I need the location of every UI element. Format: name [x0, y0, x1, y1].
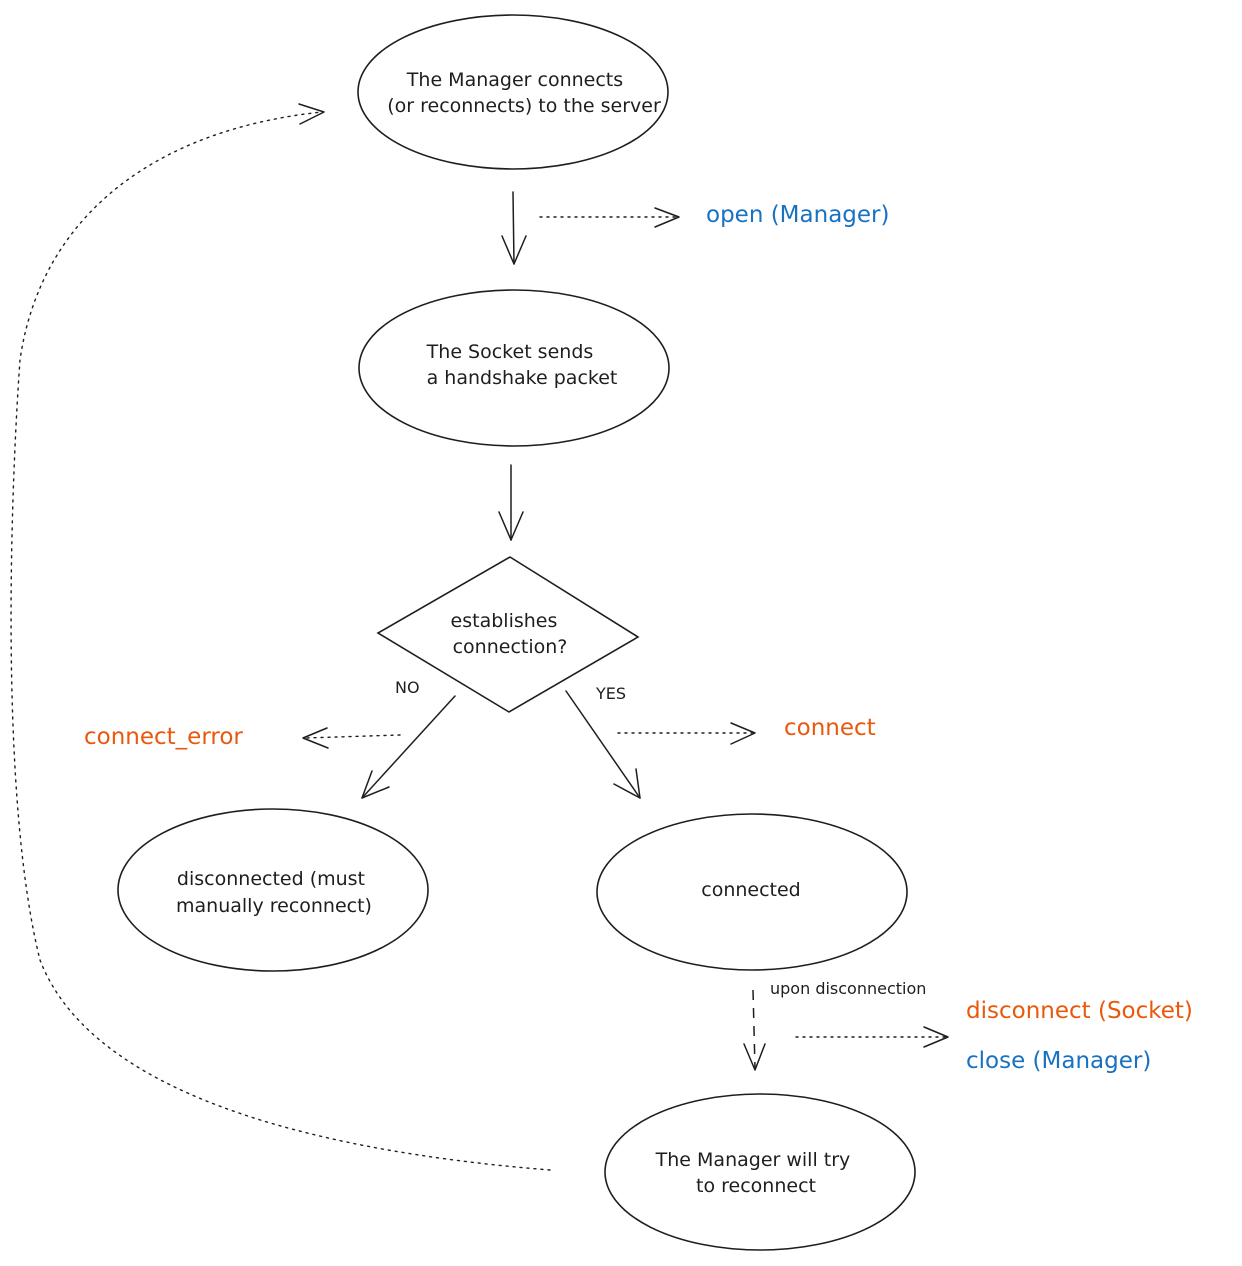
node-connected-line-1: connected: [701, 879, 801, 901]
node-connected: connected: [596, 813, 908, 971]
svg-text:The Manager connects (or: The Manager connects (or reconnects) to …: [387, 69, 661, 117]
svg-text:establishes connection?: establishes connection?: [451, 610, 568, 658]
node-manager-retry-line-2: to reconnect: [696, 1175, 816, 1197]
edge-label-yes: YES: [595, 684, 626, 703]
event-connect-error: connect_error: [84, 724, 243, 750]
node-decision-line-2: connection?: [453, 636, 568, 658]
arrow-connect-to-handshake: [501, 191, 527, 265]
svg-text:connected: connected: [701, 879, 801, 901]
event-arrow-connect-error: [302, 727, 401, 749]
edge-label-upon-disconnection: upon disconnection: [770, 979, 926, 998]
event-open-manager: open (Manager): [706, 202, 889, 228]
event-arrow-connect: [617, 722, 756, 745]
node-manager-connects-line-1: The Manager connects: [406, 69, 623, 91]
arrow-yes-branch: [565, 690, 641, 799]
node-socket-handshake-line-1: The Socket sends: [426, 341, 594, 363]
node-socket-handshake-line-2: a handshake packet: [427, 367, 618, 389]
svg-text:The Socket sends a hands: The Socket sends a handshake packet: [426, 341, 618, 389]
event-arrow-open: [539, 207, 680, 228]
svg-text:The Manager will try to: The Manager will try to reconnect: [655, 1149, 857, 1197]
svg-text:disconnected (must manua: disconnected (must manually reconnect): [176, 868, 372, 917]
node-disconnected-line-2: manually reconnect): [176, 895, 372, 917]
node-disconnected-line-1: disconnected (must: [177, 868, 365, 890]
node-manager-connects-line-2: (or reconnects) to the server: [387, 95, 661, 117]
arrow-handshake-to-decision: [498, 464, 524, 541]
event-disconnect-socket: disconnect (Socket): [966, 998, 1193, 1024]
node-manager-connects: The Manager connects (or reconnects) to …: [357, 14, 669, 170]
node-decision: establishes connection?: [376, 556, 640, 713]
event-connect: connect: [784, 715, 876, 741]
event-close-manager: close (Manager): [966, 1048, 1151, 1074]
edge-label-no: NO: [395, 678, 420, 697]
node-disconnected: disconnected (must manually reconnect): [117, 808, 429, 972]
node-manager-retry: The Manager will try to reconnect: [604, 1093, 916, 1251]
arrow-connected-to-retry: [743, 989, 766, 1071]
node-decision-line-1: establishes: [451, 610, 558, 632]
arrow-retry-loop: [10, 103, 551, 1171]
node-manager-retry-line-1: The Manager will try: [655, 1149, 851, 1171]
event-arrow-disconnect-close: [795, 1026, 949, 1048]
arrow-no-branch: [361, 695, 456, 799]
node-socket-handshake: The Socket sends a handshake packet: [358, 289, 670, 447]
